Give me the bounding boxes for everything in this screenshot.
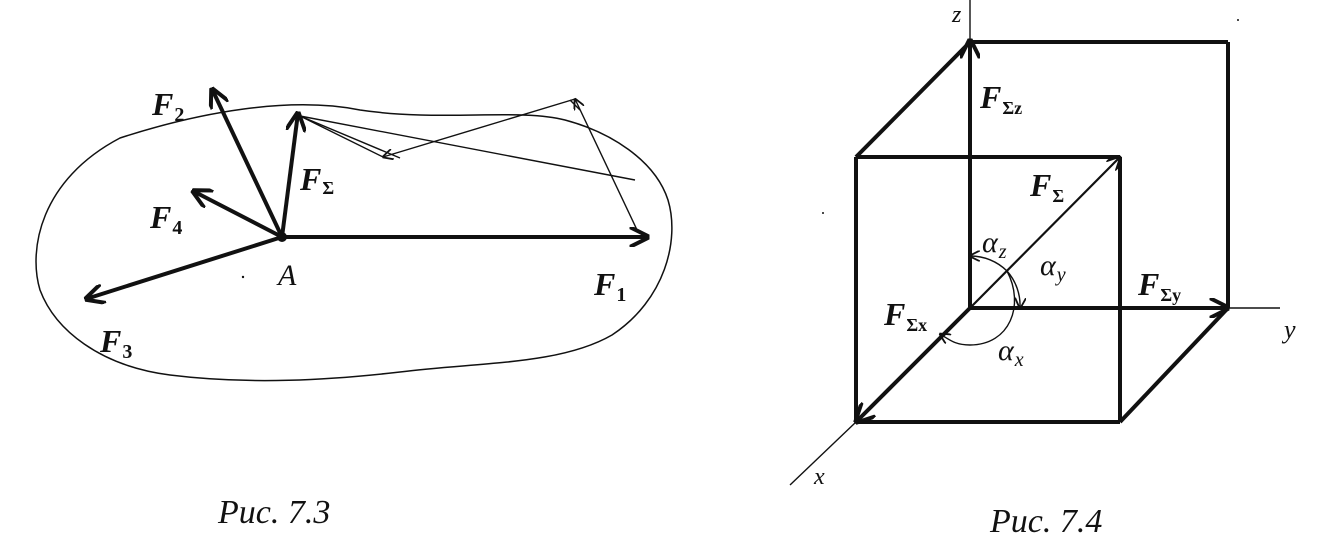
point-a-dot	[277, 232, 287, 242]
resultant-diagonal-arrow	[969, 157, 1120, 309]
label-f-sigma-z: FΣz	[979, 79, 1022, 118]
force-polygon	[299, 98, 639, 233]
polygon-side-f4	[299, 115, 401, 159]
force-f3-arrow	[86, 235, 283, 299]
edge-bottom-right	[1118, 306, 1230, 424]
figure-7-4: z y x FΣz FΣy	[789, 0, 1296, 490]
label-alpha-x: αx	[998, 334, 1024, 371]
edge-top-left	[854, 40, 972, 159]
speck	[241, 275, 245, 279]
body-outline	[35, 104, 673, 382]
polygon-side-f3	[299, 115, 384, 158]
force-vectors	[86, 89, 648, 299]
force-f2-arrow	[212, 89, 284, 238]
label-f1: F1	[593, 266, 626, 306]
label-f-sigma-y: FΣy	[1137, 266, 1181, 305]
y-axis-label: y	[1281, 315, 1296, 344]
x-axis-label: x	[813, 464, 825, 490]
speck	[1237, 19, 1239, 21]
label-alpha-z: αz	[982, 226, 1007, 263]
resultant-force-arrow	[280, 113, 298, 238]
polygon-side-f2	[383, 98, 576, 157]
caption-fig-7-3: Рис. 7.3	[218, 494, 331, 531]
figure-7-3: A F1 F2 F3 F4 FΣ	[35, 86, 673, 382]
label-resultant: FΣ	[299, 161, 334, 198]
force-f4-arrow	[193, 191, 283, 239]
point-a-label: A	[276, 259, 297, 292]
label-f4: F4	[149, 199, 182, 239]
speck	[822, 212, 824, 214]
x-axis-extension	[789, 421, 857, 486]
coordinate-axes	[789, 0, 1280, 486]
label-f-sigma-x: FΣx	[883, 296, 927, 335]
label-alpha-y: αy	[1040, 249, 1066, 286]
alpha-z-arc	[970, 256, 1008, 272]
alpha-x-arc	[940, 270, 1016, 346]
polygon-tick	[569, 99, 581, 111]
label-f3: F3	[99, 323, 132, 363]
parallelepiped	[854, 40, 1230, 424]
component-x-arrow	[856, 306, 972, 422]
angle-arcs	[940, 256, 1020, 346]
polygon-top-edge	[299, 115, 636, 181]
polygon-side-f1	[575, 99, 639, 233]
label-f-sigma: FΣ	[1029, 167, 1064, 206]
caption-fig-7-4: Рис. 7.4	[990, 503, 1103, 540]
z-axis-label: z	[951, 2, 962, 28]
label-f2: F2	[151, 86, 184, 126]
